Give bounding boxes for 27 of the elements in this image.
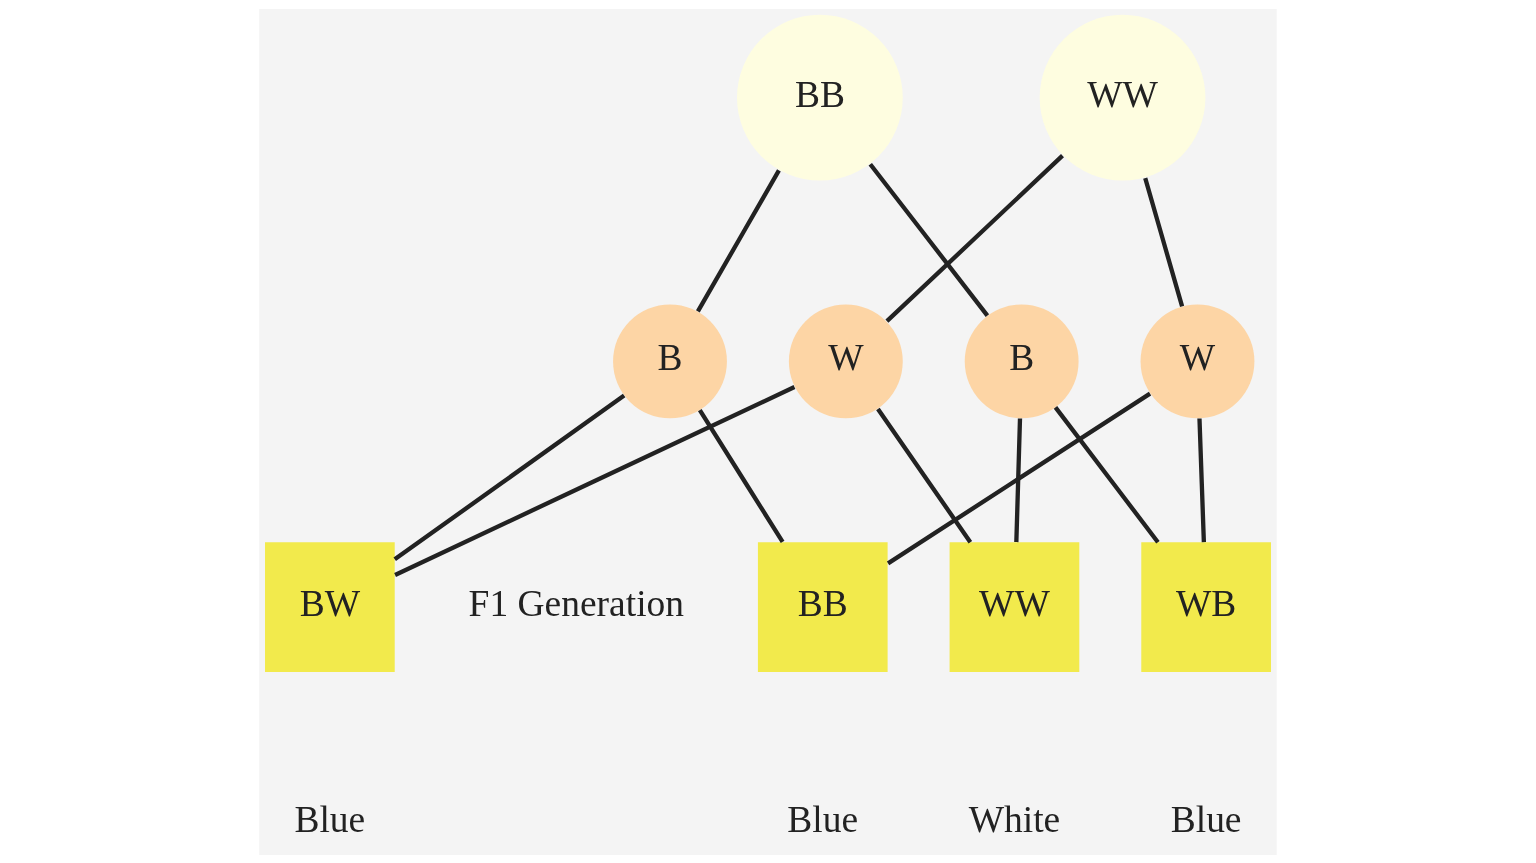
connector (1143, 176, 1185, 307)
connector (876, 407, 973, 543)
connector (393, 393, 626, 561)
node-label: Blue (1170, 798, 1242, 840)
connector (885, 153, 1064, 323)
connector (698, 408, 785, 543)
connector (1197, 417, 1207, 542)
label: F1 Generation (468, 582, 685, 624)
connector (868, 162, 990, 317)
connector (1014, 417, 1023, 542)
node-box: BB (757, 541, 888, 672)
node-circle: W (1140, 303, 1255, 418)
connector (394, 384, 796, 577)
connector (886, 391, 1152, 565)
connector (1053, 405, 1160, 543)
node-box: BW (265, 541, 395, 672)
node-label: White (968, 798, 1061, 840)
node-label: Blue (787, 798, 859, 840)
node-circle: BB (737, 14, 903, 180)
connector (696, 168, 781, 312)
node-circle: B (964, 303, 1079, 418)
node-box: WW (949, 541, 1080, 672)
node-circle: WW (1039, 14, 1206, 180)
node-box: WB (1141, 541, 1271, 672)
node-circle: B (613, 303, 727, 418)
node-circle: W (788, 303, 903, 418)
node-label: Blue (294, 798, 366, 840)
